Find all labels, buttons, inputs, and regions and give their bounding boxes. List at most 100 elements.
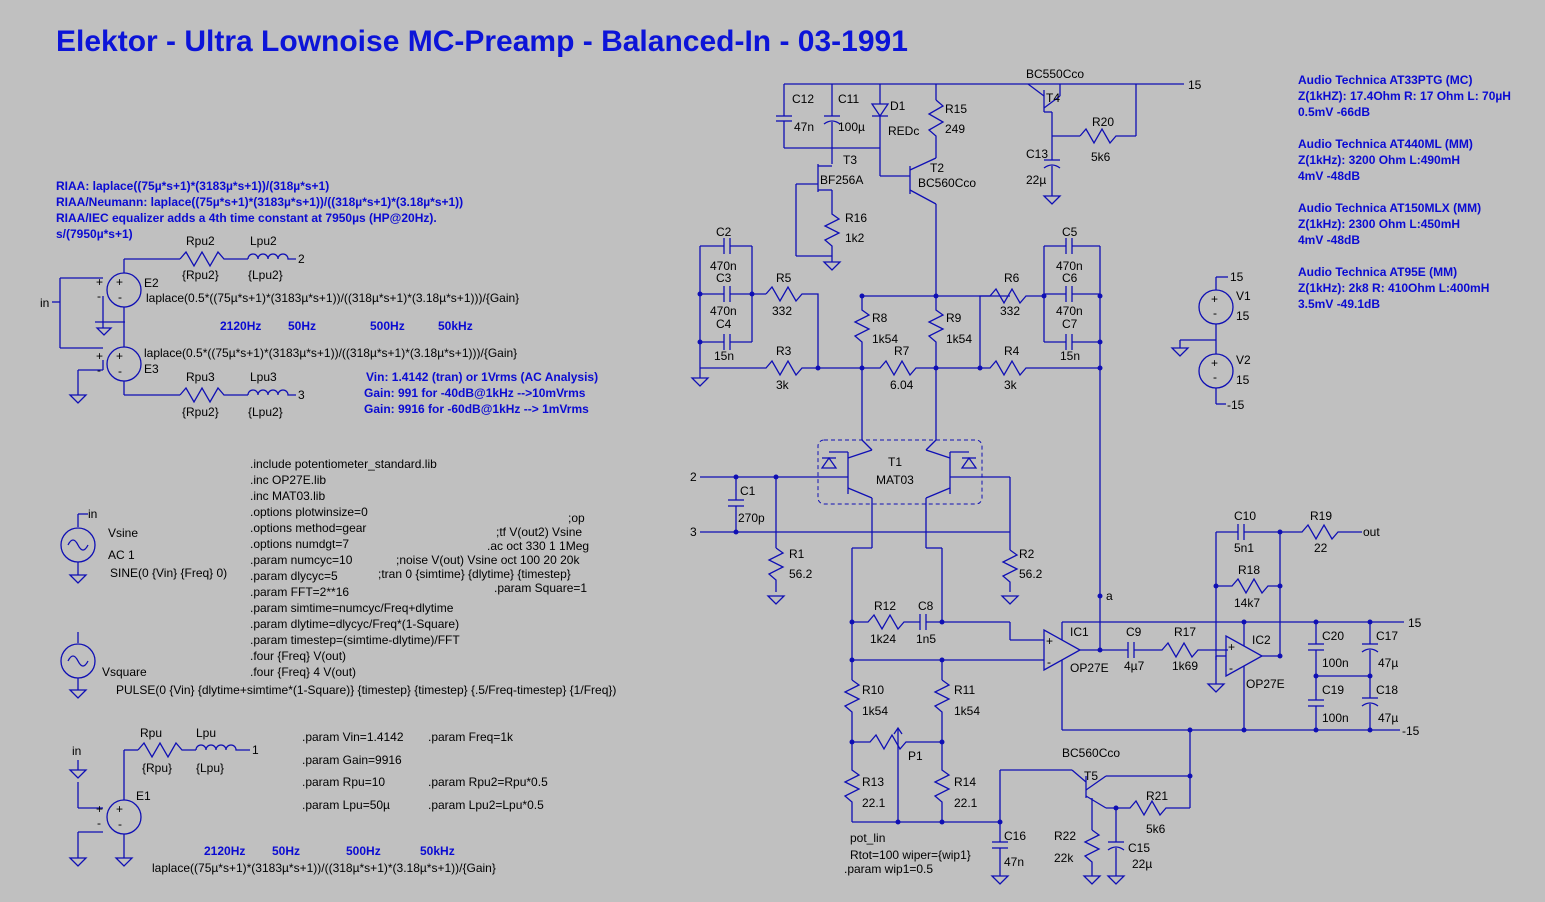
directive-line: .param numcyc=10 <box>250 553 353 567</box>
node-in-label: in <box>40 296 49 310</box>
e3-label: E3 <box>144 362 159 376</box>
t5-label: T5 <box>1084 769 1098 783</box>
ground-icon <box>1106 875 1126 885</box>
riaa-line-1: RIAA: laplace((75µ*s+1)*(3183µ*s+1))/(31… <box>56 179 329 193</box>
c3-value: 470n <box>710 304 737 318</box>
svg-text:+: + <box>116 349 123 363</box>
v1-label: V1 <box>1236 289 1251 303</box>
riaa-line-4: s/(7950µ*s+1) <box>56 227 133 241</box>
r9-value: 1k54 <box>946 332 972 346</box>
r21-label: R21 <box>1146 789 1168 803</box>
c10-label: C10 <box>1234 509 1256 523</box>
ground-icon <box>68 857 88 867</box>
cartridge-2-spec: Z(1kHz): 3200 Ohm L:490mH <box>1298 153 1460 167</box>
r13-label: R13 <box>862 775 884 789</box>
gain-notes: Vin: 1.4142 (tran) or 1Vrms (AC Analysis… <box>364 370 598 416</box>
directive-line: .options plotwinsize=0 <box>250 505 368 519</box>
t4-label: T4 <box>1046 91 1060 105</box>
svg-text:+: + <box>1228 640 1235 654</box>
rpu3-resistor <box>179 386 248 404</box>
c16-label: C16 <box>1004 829 1026 843</box>
r4-label: R4 <box>1004 344 1020 358</box>
r20-value: 5k6 <box>1091 150 1111 164</box>
t5-value: BC560Cco <box>1062 746 1120 760</box>
r16-value: 1k2 <box>845 231 865 245</box>
lpu-inductor <box>195 744 250 751</box>
lpu-value: {Lpu} <box>196 761 224 775</box>
gain-note-1: Vin: 1.4142 (tran) or 1Vrms (AC Analysis… <box>366 370 598 384</box>
c8-label: C8 <box>918 599 934 613</box>
r12-label: R12 <box>874 599 896 613</box>
r18-value: 14k7 <box>1234 596 1260 610</box>
t3-value: BF256A <box>820 173 863 187</box>
lpu2-value: {Lpu2} <box>248 268 283 282</box>
rpu2-resistor <box>179 250 248 268</box>
r14-label: R14 <box>954 775 976 789</box>
rpu3-value: {Rpu2} <box>182 405 219 419</box>
ic2-value: OP27E <box>1246 677 1285 691</box>
ground-icon <box>822 261 842 271</box>
balanced-inputs: 2 3 C1 270p R1 56.2 R2 56.2 <box>690 470 1043 605</box>
balanced-source-block: in + - + - E2 laplace(0.5*((75µ*s+1)*(31… <box>40 234 519 419</box>
ground-icon <box>1000 595 1020 605</box>
c8-value: 1n5 <box>916 632 936 646</box>
e2-source-symbol <box>106 272 142 308</box>
c5-value: 470n <box>1056 259 1083 273</box>
c3-label: C3 <box>716 271 732 285</box>
e1-in-label: in <box>72 744 81 758</box>
vsine-source: in Vsine AC 1 SINE(0 {Vin} {Freq} 0) <box>60 507 227 584</box>
param-right: .param Rpu2=Rpu*0.5 <box>428 775 548 789</box>
analysis-line: ;op <box>568 511 585 525</box>
input-3-label: 3 <box>690 525 697 539</box>
param-left: .param Lpu=50µ <box>302 798 390 812</box>
v1-node-label: 15 <box>1230 270 1244 284</box>
r17-resistor <box>1134 641 1228 659</box>
r21-resistor <box>1106 799 1190 817</box>
directive-line: .options numdgt=7 <box>250 537 349 551</box>
r17-value: 1k69 <box>1172 659 1198 673</box>
directive-line: .four {Freq} V(out) <box>250 649 346 663</box>
rpu-label: Rpu <box>140 726 162 740</box>
c17-value: 47µ <box>1378 656 1398 670</box>
cartridge-3-name: Audio Technica AT150MLX (MM) <box>1298 201 1481 215</box>
e1-expression: laplace((75µ*s+1)*(3183µ*s+1))/((318µ*s+… <box>152 861 496 875</box>
c18-value: 47µ <box>1378 711 1398 725</box>
e2-expression: laplace(0.5*((75µ*s+1)*(3183µ*s+1))/((31… <box>146 291 519 305</box>
svg-text:-: - <box>118 290 122 304</box>
v2-value: 15 <box>1236 373 1250 387</box>
c4-label: C4 <box>716 317 732 331</box>
c19-label: C19 <box>1322 683 1344 697</box>
cartridge-1-name: Audio Technica AT33PTG (MC) <box>1298 73 1472 87</box>
schematic-title: Elektor - Ultra Lownoise MC-Preamp - Bal… <box>56 25 908 58</box>
svg-text:+: + <box>1211 292 1218 306</box>
r7-resistor <box>862 359 936 377</box>
r15-value: 249 <box>945 122 965 136</box>
param-block: .param Vin=1.4142 .param Gain=9916 .para… <box>302 730 548 812</box>
p1-potentiometer <box>852 733 942 751</box>
cartridge-4-name: Audio Technica AT95E (MM) <box>1298 265 1457 279</box>
e1-label: E1 <box>136 789 151 803</box>
plus15-rail-label: 15 <box>1408 616 1422 630</box>
r8-value: 1k54 <box>872 332 898 346</box>
svg-text:+: + <box>116 802 123 816</box>
directive-line: .inc OP27E.lib <box>250 473 326 487</box>
r6-resistor <box>979 287 1044 368</box>
analysis-directives: ;op ;tf V(out2) Vsine .ac oct 330 1 1Meg… <box>378 511 589 595</box>
riaa-line-3: RIAA/IEC equalizer adds a 4th time const… <box>56 211 437 225</box>
freq-marker-top-4: 50kHz <box>438 319 473 333</box>
r7-label: R7 <box>894 344 910 358</box>
svg-text:-: - <box>1047 655 1051 669</box>
c20-label: C20 <box>1322 629 1344 643</box>
param-right: .param Freq=1k <box>428 730 514 744</box>
c15-label: C15 <box>1128 841 1150 855</box>
freq-marker-bottom-4: 50kHz <box>420 844 455 858</box>
directive-line: .param dlycyc=5 <box>250 569 338 583</box>
input-stage-network: C2 470n C3 470n C4 15n R5 332 R3 3k R8 1… <box>690 225 1103 596</box>
ground-icon <box>68 769 88 779</box>
r2-label: R2 <box>1019 547 1035 561</box>
rpu2-value: {Rpu2} <box>182 268 219 282</box>
r5-resistor <box>765 285 819 368</box>
gain-note-2: Gain: 991 for -40dB@1kHz -->10mVrms <box>364 386 586 400</box>
v1-value: 15 <box>1236 309 1250 323</box>
node-1-label: 1 <box>252 743 259 757</box>
